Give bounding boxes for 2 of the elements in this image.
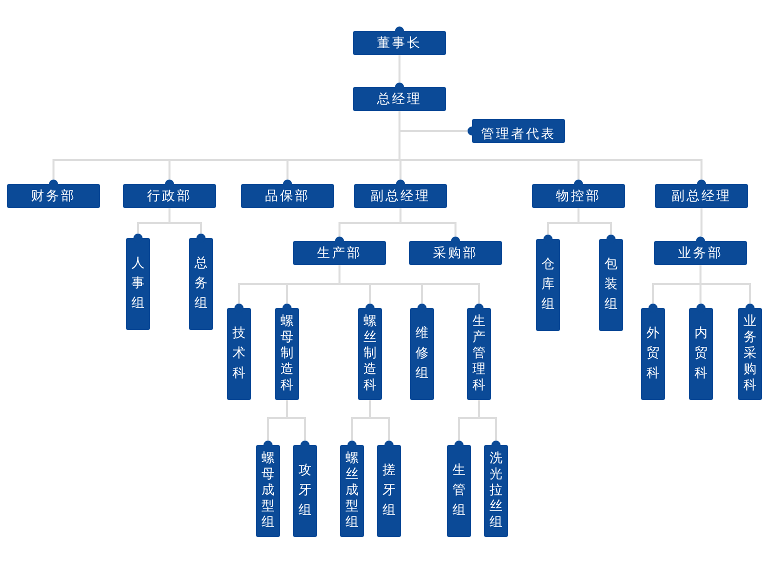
connector-line	[700, 208, 702, 236]
connector-line	[398, 55, 400, 82]
